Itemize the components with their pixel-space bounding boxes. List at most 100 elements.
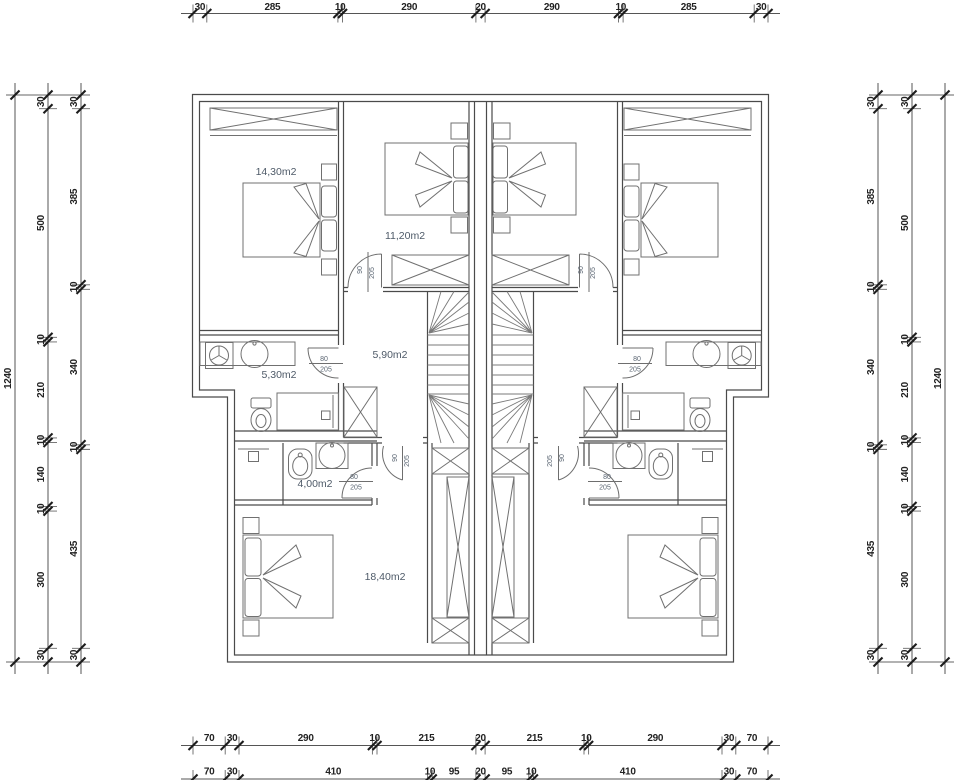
wardrobe-top-right (623, 107, 752, 136)
wardrobe-top-left (209, 107, 338, 136)
bed-bottom-left-shape (242, 534, 334, 619)
dim-tick-slash (42, 89, 54, 101)
bed-bottom-right-shape (659, 544, 699, 609)
bathroom-upper-right-fixtures-shape (689, 397, 711, 409)
dim-tick-slash (425, 773, 433, 780)
shaft-hall-right-shape (583, 386, 618, 438)
bathroom-upper-left-fixtures-shape (210, 346, 228, 361)
dim-tick-slash (42, 103, 54, 114)
bed-center-right-shape (492, 142, 577, 216)
shaft-center-left (431, 447, 470, 644)
dim-label: 10 (335, 2, 346, 13)
dim-tick-slash (470, 740, 482, 751)
bed-bottom-right-shape (701, 619, 719, 637)
dim-label: 340 (866, 358, 877, 375)
bed-center-left-shape (414, 151, 453, 208)
dim-label: 30 (900, 649, 911, 660)
wardrobe-hall-left-shape (391, 254, 470, 286)
bed-bottom-right-shape (699, 578, 717, 617)
dim-tick-slash (75, 279, 87, 291)
shaft-center-right-shape (491, 447, 530, 475)
dim-label: 30 (69, 96, 80, 107)
dim-tick-slash (578, 740, 590, 751)
dim-tick-slash (42, 432, 54, 444)
bathroom-upper-right-fixtures-shape (630, 410, 640, 420)
shaft-center-left-shape (431, 617, 470, 644)
door-label: 90 (578, 266, 585, 274)
dim-label: 300 (900, 571, 911, 588)
wardrobe-hall-right (491, 254, 570, 286)
door-swings-shape (382, 445, 403, 481)
bed-top-left-shape (321, 258, 337, 276)
dim-tick-slash (482, 773, 491, 780)
door-label: 90 (559, 454, 566, 462)
dim-label: 30 (227, 767, 238, 778)
dim-tick-slash (762, 740, 774, 751)
wardrobe-top-right-shape (623, 107, 752, 136)
dim-tick-slash (479, 8, 491, 19)
shaft-center-right (491, 447, 530, 644)
dim-tick-slash (906, 501, 918, 512)
bed-bottom-left-shape (262, 544, 302, 609)
dim-label: 30 (36, 649, 47, 660)
interior-walls-right-unit (492, 101, 762, 643)
dim-label: 210 (36, 381, 47, 398)
interior-walls-left-unit-shape (199, 101, 469, 643)
dim-label: 140 (900, 466, 911, 483)
dim-label: 435 (69, 540, 80, 557)
door-label: 80 (350, 474, 358, 481)
dim-tick-slash (733, 773, 742, 780)
bed-top-right-shape (623, 163, 640, 181)
wardrobe-hall-right-shape (491, 254, 570, 286)
dim-tick-slash (75, 89, 87, 101)
bed-bottom-left-shape (242, 619, 260, 637)
dim-label: 10 (69, 281, 80, 292)
shaft-center-right-shape (491, 447, 530, 475)
dim-tick-slash (222, 773, 231, 780)
room-label-bedroom-bottom: 18,40m2 (365, 571, 406, 583)
bed-top-right-shape (641, 182, 668, 258)
dim-label: 10 (900, 434, 911, 445)
bed-top-left (242, 163, 337, 276)
dim-label: 70 (204, 767, 215, 778)
dim-label: 290 (544, 2, 561, 13)
bathroom-upper-left-fixtures-shape (321, 410, 331, 420)
dim-label: 10 (616, 2, 627, 13)
bathroom-upper-right-fixtures-shape (622, 392, 685, 431)
dim-tick-slash (75, 439, 87, 451)
dim-label: 10 (36, 503, 47, 514)
dim-tick-slash (9, 89, 21, 101)
shaft-hall-left-shape (343, 386, 378, 438)
bed-bottom-left-shape (242, 517, 260, 534)
door-swings-shape (558, 445, 579, 481)
bed-top-left-shape (242, 182, 321, 258)
bathroom-upper-left-fixtures-shape (255, 414, 267, 428)
shaft-center-right-shape (491, 617, 530, 644)
dim-label: 30 (756, 2, 767, 13)
bed-center-right-shape (493, 216, 511, 234)
door-label: 80 (320, 356, 328, 363)
dim-label: 10 (69, 441, 80, 452)
dim-tick-slash (906, 103, 918, 114)
dim-tick-slash (473, 773, 482, 780)
dim-tick-slash (906, 505, 918, 517)
bathroom-upper-right-fixtures-shape (704, 341, 709, 346)
dim-label: 10 (36, 334, 47, 345)
wardrobe-top-left-shape (209, 107, 338, 131)
bathroom-lower-right-fixtures-shape (615, 442, 643, 469)
dim-tick-slash (872, 643, 884, 654)
dim-label: 300 (36, 571, 47, 588)
dim-label: 385 (866, 188, 877, 205)
bathroom-upper-right-fixtures-shape (689, 408, 711, 432)
dim-tick-slash (906, 336, 918, 348)
dim-label: 30 (866, 96, 877, 107)
staircase-right-shape (492, 334, 534, 395)
bed-center-left-shape (384, 142, 469, 216)
bed-top-right-shape (623, 185, 640, 218)
dim-tick-slash (371, 740, 383, 751)
door-swings-shape (347, 253, 382, 288)
dim-tick-slash (613, 8, 624, 19)
bathroom-upper-right-fixtures-shape (694, 414, 706, 428)
staircase-left-shape (428, 394, 470, 444)
